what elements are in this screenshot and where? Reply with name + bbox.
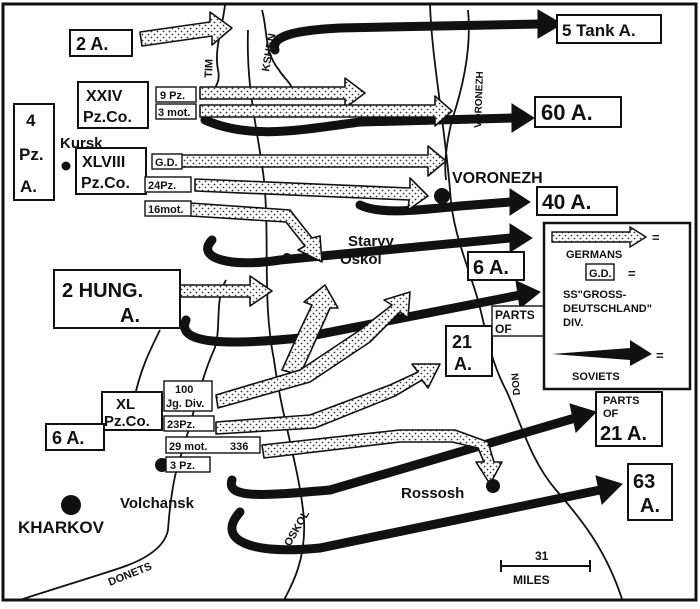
german-arrow-hung (179, 275, 273, 307)
soviet-arrows (180, 9, 623, 555)
soviet-arrow-6 (203, 233, 515, 268)
city-labels: Kursk VORONEZH Staryy Oskol Rossosh Volc… (18, 135, 543, 537)
div-23pz-label: 23Pz. (167, 419, 195, 431)
legend-germans-label: GERMANS (566, 249, 622, 261)
corps-xlviii-line1: XLVIII (82, 154, 125, 171)
rossosh-label: Rossosh (401, 485, 464, 502)
rossosh-dot (486, 479, 500, 493)
kharkov-label: KHARKOV (18, 518, 105, 537)
river-don-label: DON (510, 373, 523, 396)
german-arrow-23pz (215, 363, 441, 435)
legend-soviet-swatch (552, 340, 652, 366)
soviet-arrow-21 (180, 290, 525, 347)
legend-gd-line1: SS"GROSS- (563, 289, 627, 301)
div-100jg-line1: 100 (175, 384, 193, 396)
german-arrow-2a (139, 11, 233, 47)
german-arrow-oskol-n (281, 284, 339, 376)
parts-21-line3: 21 A. (600, 423, 647, 445)
river-kshen-line (261, 9, 293, 89)
hung-2-line2: A. (120, 305, 140, 327)
german-arrow-100jg (215, 291, 411, 409)
div-24pz-label: 24Pz. (148, 180, 176, 192)
river-oskol-label: OSKOL (282, 508, 312, 548)
army-6-label: 6 A. (52, 428, 84, 448)
river-voronezh-line (444, 9, 470, 181)
river-voronezh-label: VORONEZH (473, 71, 486, 128)
legend-box (542, 221, 692, 391)
legend-gd-box-label: G.D. (589, 268, 612, 280)
soviet-army-6-label: 6 A. (473, 257, 509, 279)
scale-unit: MILES (513, 573, 550, 587)
svg-text:=: = (656, 348, 664, 363)
div-3mot-label: 3 mot. (158, 107, 190, 119)
voronezh-dot (434, 188, 450, 204)
div-16mot-label: 16mot. (148, 204, 183, 216)
parts-21-line2: OF (603, 408, 619, 420)
div-100jg-line2: Jg. Div. (166, 398, 204, 410)
army-60-label: 60 A. (541, 100, 593, 125)
german-arrow-gd (179, 145, 447, 177)
parts-of-line2: OF (495, 322, 512, 336)
german-arrow-3mot (199, 95, 453, 127)
army-63-line1: 63 (633, 471, 655, 493)
div-9pz-label: 9 Pz. (160, 90, 185, 102)
german-arrows (139, 11, 503, 485)
tank-5-label: 5 Tank A. (562, 21, 636, 40)
river-tim-label: TIM (203, 59, 216, 78)
parts-of-line1: PARTS (495, 308, 535, 322)
div-29mot-label: 29 mot. (169, 441, 208, 453)
staryy-oskol-label-1: Staryy (348, 233, 395, 250)
legend: = GERMANS G.D. = SS"GROSS- DEUTSCHLAND" … (542, 221, 692, 391)
legend-gd-line2: DEUTSCHLAND" (563, 303, 652, 315)
legend-gd-line3: DIV. (563, 317, 583, 329)
soviet-arrow-63 (227, 485, 605, 555)
parts-21-line1: PARTS (603, 395, 639, 407)
army-4pz-line2: Pz. (19, 145, 44, 164)
svg-text:=: = (652, 230, 660, 245)
army-4pz-line1: 4 (26, 111, 36, 130)
legend-german-swatch (551, 225, 648, 249)
city-markers (61, 161, 500, 515)
soviet-arrow-5-tank (270, 19, 545, 55)
scale-bar: 31 MILES (500, 549, 591, 587)
army-40-label: 40 A. (542, 191, 591, 214)
soviet-arrow-40 (355, 197, 515, 216)
corps-xlviii-line2: Pz.Co. (81, 175, 130, 192)
soviet-units: 5 Tank A. 60 A. 40 A. 6 A. 21 A. PARTS O… (445, 14, 673, 521)
staryy-oskol-label-2: Oskol (340, 251, 382, 268)
german-arrow-9pz (199, 77, 366, 109)
volchansk-label: Volchansk (120, 495, 195, 512)
corps-xl-line2: Pz.Co. (104, 413, 150, 430)
army-4pz-line3: A. (20, 177, 37, 196)
army-21-line1: 21 (452, 332, 472, 352)
hung-2-line1: 2 HUNG. (62, 280, 143, 302)
voronezh-label: VORONEZH (452, 170, 543, 187)
legend-soviets-label: SOVIETS (572, 371, 620, 383)
corps-xxiv-line1: XXIV (86, 88, 123, 105)
river-donets-line (19, 459, 181, 601)
div-336-label: 336 (230, 441, 248, 453)
soviet-arrow-60 (200, 113, 518, 137)
corps-xl-line1: XL (116, 396, 135, 413)
staryy-oskol-dot (282, 253, 292, 263)
army-63-line2: A. (640, 495, 660, 517)
german-units: 4 Pz. A. 2 A. XXIV Pz.Co. XLVIII Pz.Co. … (13, 29, 261, 473)
german-arrow-rossosh (261, 429, 503, 485)
german-arrow-16mot (189, 202, 323, 263)
soviet-arrow-parts-21 (226, 413, 580, 499)
corps-xxiv-line2: Pz.Co. (83, 109, 132, 126)
army-2-label: 2 A. (76, 34, 108, 54)
army-21-line2: A. (454, 354, 472, 374)
div-3pz-label: 3 Pz. (170, 460, 195, 472)
div-gd-label: G.D. (155, 157, 178, 169)
svg-text:=: = (628, 266, 636, 281)
kharkov-dot (61, 495, 81, 515)
kursk-dot (61, 161, 71, 171)
scale-value: 31 (535, 549, 549, 563)
river-tributary-2-line (133, 329, 161, 401)
german-arrow-24pz (194, 177, 429, 211)
